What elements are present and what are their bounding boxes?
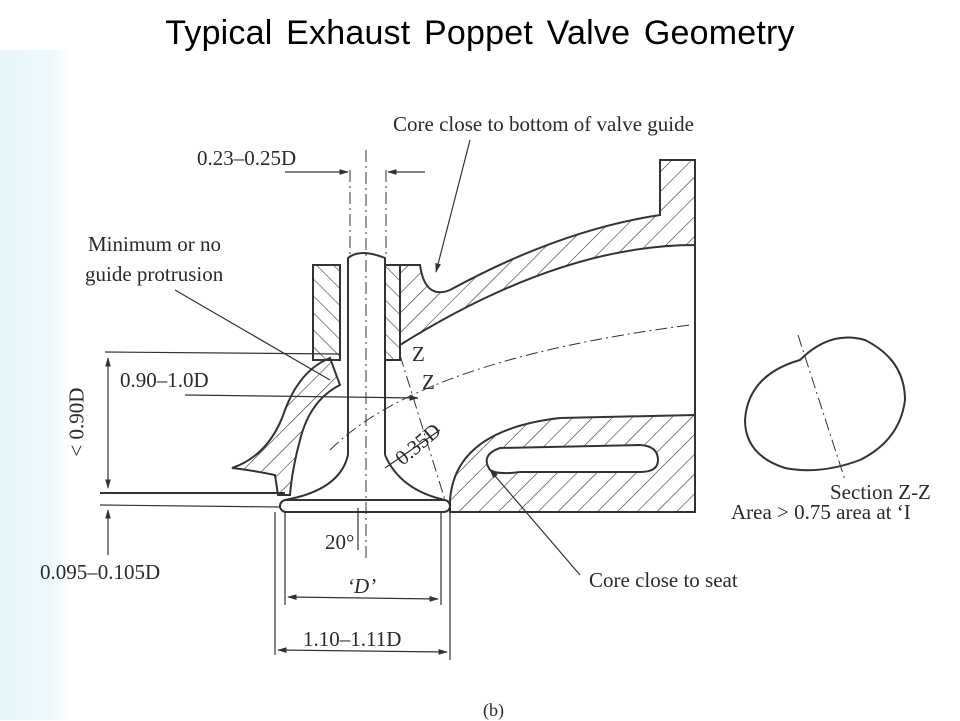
valve-seat [279,499,451,513]
left-port-wall [231,356,342,496]
valve-head [284,454,446,501]
label-guide-dim: 0.23–0.25D [197,146,297,170]
label-outer-diameter: 1.10–1.11D [303,627,402,651]
label-z-2: Z [422,370,435,394]
centerlines [329,150,846,560]
valve-guide-right [384,264,401,361]
label-seat-angle: 20° [325,530,355,554]
label-guide-protrusion-1: Minimum or no [88,232,222,256]
label-core-seat: Core close to seat [589,568,738,592]
page-title: Typical Exhaust Poppet Valve Geometry [165,14,795,52]
label-core-guide: Core close to bottom of valve guide [393,112,694,136]
label-section-title: Section Z-Z [830,480,931,504]
label-port-height: 0.90–1.0D [120,368,209,392]
upper-port-wall [399,159,696,347]
label-section-area: Area > 0.75 area at ‘I [731,500,911,524]
scan-margin-tint [0,50,72,720]
core-slot [485,443,660,475]
label-total-height: < 0.90D [64,387,89,457]
label-z-1: Z [412,342,425,366]
cylinder-head-section [100,159,696,513]
figure-label: (b) [483,700,504,720]
dimension-lines [99,139,581,660]
label-seat-offset: 0.095–0.105D [40,560,161,584]
valve-guide-left [312,264,341,361]
label-guide-protrusion-2: guide protrusion [85,262,224,286]
label-valve-diameter: ‘D’ [347,574,377,598]
section-z-z-shape [743,336,907,472]
